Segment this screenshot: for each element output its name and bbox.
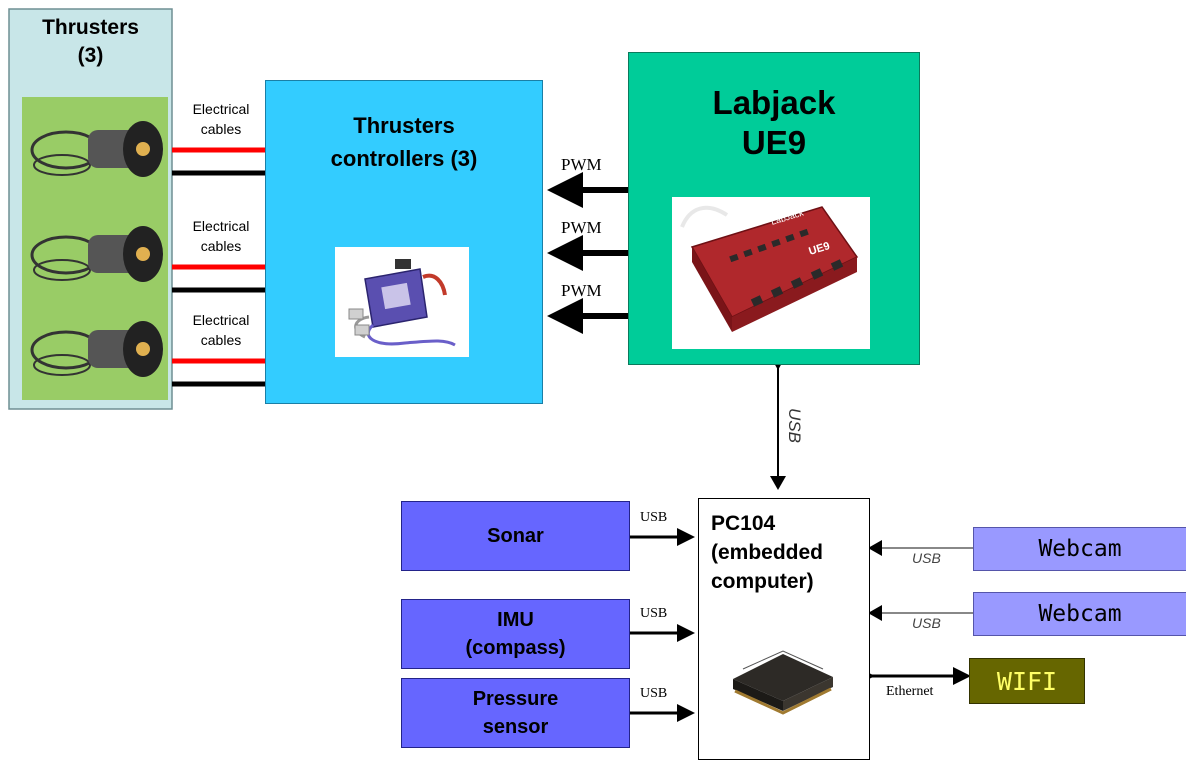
cable-label-3: Electrical cables [176, 310, 266, 350]
pressure-label-line2: sensor [482, 716, 549, 738]
webcam1-usb-label: USB [912, 550, 941, 566]
webcam-block-2: Webcam [973, 592, 1186, 636]
cable-label-line2: cables [200, 332, 242, 348]
cable-label-1: Electrical cables [176, 99, 266, 139]
controllers-title: Thrusters controllers (3) [266, 109, 542, 175]
imu-label-line1: IMU [497, 609, 534, 631]
webcam-label: Webcam [1038, 601, 1122, 627]
thruster-motor-icon [30, 321, 163, 377]
cable-label-line1: Electrical [192, 218, 250, 234]
wifi-block: WIFI [969, 658, 1085, 704]
cable-label-line2: cables [200, 121, 242, 137]
pwm-label-3: PWM [561, 281, 602, 300]
speed-controller-photo [335, 247, 469, 357]
imu-label-line2: (compass) [465, 637, 566, 659]
sonar-usb-label: USB [640, 510, 668, 525]
pressure-usb-label: USB [640, 686, 668, 701]
cable-label-line1: Electrical [192, 101, 250, 117]
pwm-label-2: PWM [561, 218, 602, 237]
labjack-device-model: UE9 [807, 240, 831, 258]
labjack-title-line2: UE9 [741, 124, 807, 161]
controllers-title-line1: Thrusters [353, 113, 455, 138]
imu-block: IMU (compass) [401, 599, 630, 669]
pc104-board-icon [733, 650, 833, 715]
thrusters-controllers-block: Thrusters controllers (3) [265, 80, 543, 404]
cable-pair-3 [172, 358, 265, 387]
thruster-motor-icon [30, 226, 163, 282]
webcam-block-1: Webcam [973, 527, 1186, 571]
pressure-label-line1: Pressure [472, 688, 559, 710]
pwm-label-1: PWM [561, 155, 602, 174]
pc104-title-line2: (embedded [711, 541, 824, 564]
ethernet-label: Ethernet [886, 684, 934, 699]
labjack-photo: LabJack UE9 [672, 197, 870, 349]
wifi-label: WIFI [996, 666, 1058, 696]
cable-label-line1: Electrical [192, 312, 250, 328]
webcam2-usb-label: USB [912, 615, 941, 631]
sonar-block: Sonar [401, 501, 630, 571]
speed-controller-icon [348, 259, 456, 347]
labjack-block: Labjack UE9 LabJack UE9 [628, 52, 920, 365]
usb-vertical-label-wrap: USB [778, 408, 808, 443]
pc104-title-line3: computer) [711, 570, 814, 593]
webcam-label: Webcam [1038, 536, 1122, 562]
usb-vertical-label: USB [785, 408, 804, 443]
labjack-title: Labjack UE9 [629, 83, 919, 163]
cable-label-line2: cables [200, 238, 242, 254]
pc104-title: PC104 (embedded computer) [711, 509, 823, 596]
cable-label-2: Electrical cables [176, 216, 266, 256]
cable-pair-1 [172, 147, 265, 176]
thruster-motor-icon [30, 121, 163, 177]
cable-pair-2 [172, 264, 265, 293]
thrusters-title-line2: (3) [77, 44, 104, 67]
pc104-title-line1: PC104 [711, 512, 776, 535]
pc104-block: PC104 (embedded computer) [698, 498, 870, 760]
thrusters-title: Thrusters (3) [9, 14, 172, 70]
sonar-label: Sonar [487, 524, 544, 547]
thrusters-title-line1: Thrusters [42, 16, 139, 39]
imu-usb-label: USB [640, 606, 668, 621]
labjack-device-icon: LabJack UE9 [680, 205, 859, 332]
controllers-title-line2: controllers (3) [330, 146, 478, 171]
pressure-sensor-block: Pressure sensor [401, 678, 630, 748]
labjack-title-line1: Labjack [712, 84, 836, 121]
